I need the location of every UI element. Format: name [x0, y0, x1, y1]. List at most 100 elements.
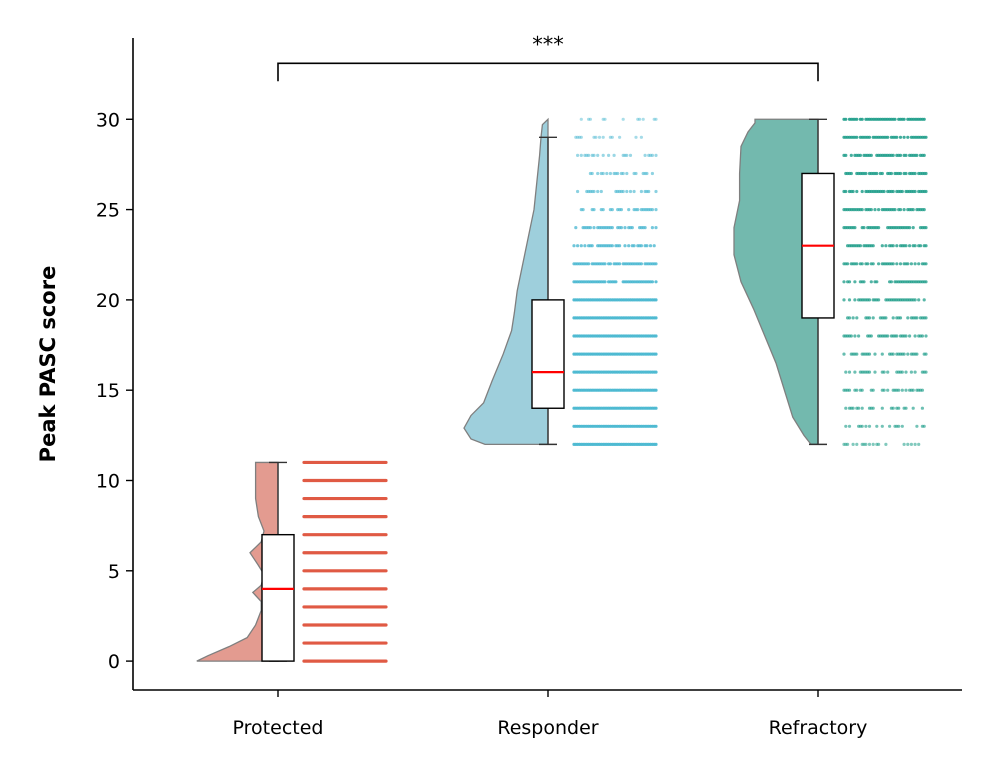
rain-point	[880, 352, 884, 356]
rain-point	[909, 370, 914, 374]
rain-point	[847, 316, 852, 320]
rain-point	[911, 226, 915, 230]
rain-point	[648, 244, 653, 248]
rain-point	[847, 280, 852, 284]
rain-point	[893, 208, 897, 212]
rain-point	[647, 189, 651, 194]
rain-point	[886, 334, 890, 338]
rain-point	[654, 406, 658, 410]
rain-point	[871, 388, 875, 392]
rain-point	[860, 424, 864, 428]
rain-point	[891, 406, 895, 410]
rain-point	[891, 262, 895, 266]
rain-point	[906, 135, 910, 139]
rain-point	[922, 298, 926, 302]
rain-point	[920, 406, 925, 410]
rain-point	[654, 189, 658, 194]
rain-point	[867, 442, 872, 446]
violin-responder	[463, 117, 549, 446]
rain-point	[864, 424, 868, 428]
rain-point	[875, 171, 879, 176]
rain-point	[922, 424, 926, 428]
rain-point	[860, 388, 864, 392]
rain-point	[891, 189, 895, 194]
rain-point	[880, 244, 884, 248]
rain-point	[610, 208, 614, 212]
rain-point	[619, 226, 624, 230]
rain-point	[867, 316, 872, 320]
rain-point	[630, 226, 634, 230]
rain-point	[898, 171, 903, 176]
rain-point	[853, 370, 857, 374]
y-tick-label: 15	[96, 380, 120, 402]
rain-point	[904, 244, 908, 248]
rain-point	[654, 153, 658, 157]
rain-point	[579, 117, 583, 121]
rain-point	[652, 244, 656, 248]
rain-point	[913, 334, 917, 338]
rain-point	[639, 189, 644, 194]
rain-point	[847, 424, 852, 428]
rain-point	[654, 262, 658, 266]
rain-point	[900, 189, 904, 194]
significance-bracket	[277, 62, 819, 82]
rain-point	[650, 171, 655, 176]
rain-point	[650, 280, 655, 284]
x-tick-label: Protected	[233, 717, 324, 739]
rain-point	[618, 262, 622, 266]
rain-point	[869, 280, 873, 284]
rain-point	[654, 280, 658, 284]
rain-point	[867, 370, 872, 374]
rain-point	[924, 316, 928, 320]
rain-point	[639, 262, 644, 266]
rain-point	[576, 189, 580, 194]
rain-point	[886, 370, 890, 374]
rain-point	[864, 171, 868, 176]
rain-point	[654, 370, 658, 374]
rain-point	[871, 262, 875, 266]
rain-point	[650, 226, 655, 230]
rain-point	[897, 424, 901, 428]
rain-point	[902, 135, 906, 139]
rain-point	[855, 316, 859, 320]
rain-point	[913, 262, 917, 266]
rain-point	[654, 226, 658, 230]
rain-point	[654, 334, 658, 338]
rain-point	[917, 442, 921, 446]
rain-point	[592, 153, 596, 157]
rain-point	[889, 171, 894, 176]
rain-point	[924, 334, 928, 338]
rain-point	[581, 208, 585, 212]
rain-point	[650, 153, 655, 157]
rain-point	[844, 153, 848, 157]
rain-point	[592, 226, 596, 230]
rain-point	[628, 153, 633, 157]
rain-point	[851, 189, 855, 194]
rain-point	[654, 298, 658, 302]
rain-point	[579, 153, 583, 157]
x-tick-label: Refractory	[769, 717, 868, 739]
rain-point	[572, 244, 576, 248]
rain-point	[855, 189, 859, 194]
rain-point	[621, 189, 625, 194]
rain-point	[891, 244, 895, 248]
rain-point	[886, 388, 890, 392]
rain-point	[596, 171, 600, 176]
rain-point	[654, 352, 658, 356]
rain-point	[601, 117, 605, 121]
y-tick-label: 20	[96, 290, 120, 312]
rain-point	[654, 388, 658, 392]
rain-point	[583, 244, 587, 248]
rain-point	[924, 135, 928, 139]
rain-point	[897, 388, 901, 392]
rain-point	[904, 153, 908, 157]
rain-point	[915, 352, 919, 356]
rain-point	[599, 189, 603, 194]
rain-point	[592, 208, 596, 212]
rain-point	[884, 244, 888, 248]
rain-point	[918, 244, 923, 248]
rain-point	[576, 153, 580, 157]
rain-point	[627, 208, 631, 212]
rain-point	[618, 244, 622, 248]
